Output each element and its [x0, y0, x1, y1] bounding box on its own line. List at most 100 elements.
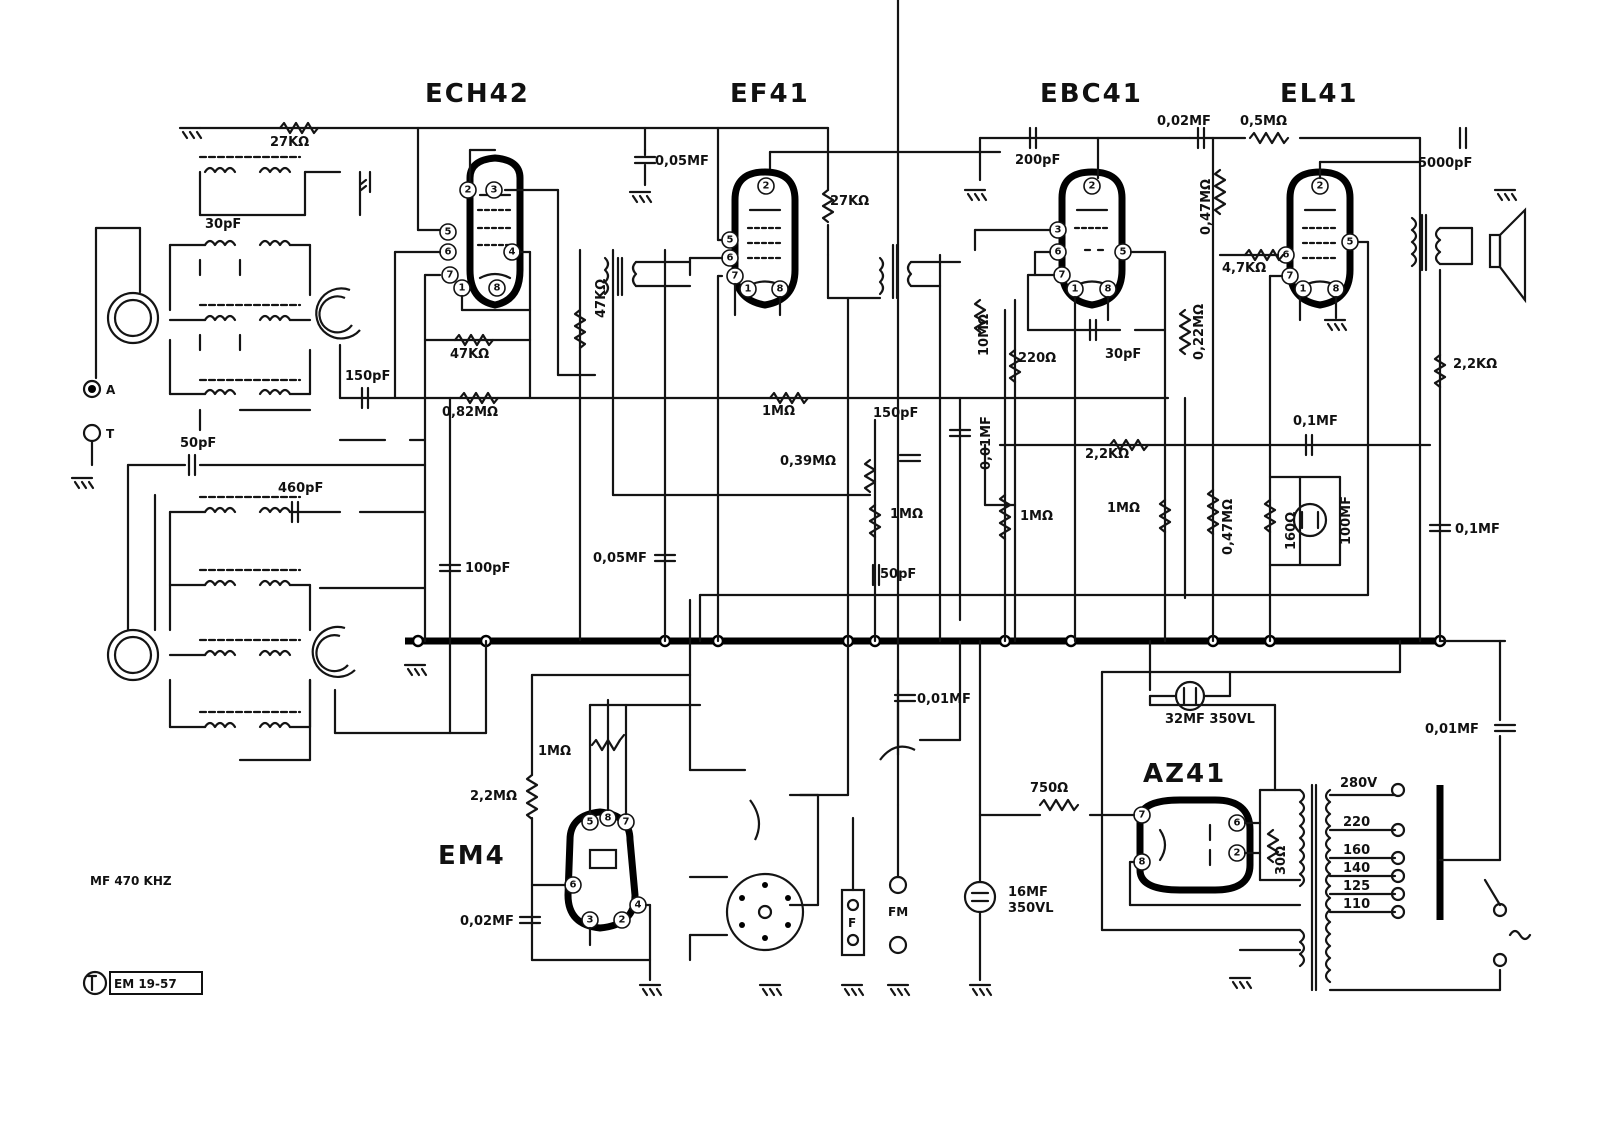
antenna-terminal[interactable]: A — [82, 379, 116, 399]
mains-switch[interactable] — [1483, 878, 1532, 968]
label-r-22k-ebc: 2,2KΩ — [1085, 447, 1129, 462]
rf-coils — [198, 155, 302, 729]
em4-pin-6: 6 — [570, 880, 577, 891]
band-switch-lower-left — [106, 628, 160, 682]
ebc41-tube: 2 3 6 5 7 1 8 — [1049, 168, 1132, 309]
tube-label-el41: EL41 — [1280, 79, 1359, 109]
label-c-200pf: 200pF — [1015, 153, 1060, 168]
band-switch-upper-right — [315, 287, 361, 340]
em4-tube: 5 8 7 6 4 3 2 — [564, 808, 647, 932]
tube-label-az41: AZ41 — [1143, 759, 1226, 789]
ebc41-wiring — [973, 136, 1192, 643]
label-r-022m: 0,22MΩ — [1192, 304, 1207, 360]
az41-tube: 7 6 2 8 — [1133, 796, 1254, 894]
power-transformer — [1298, 783, 1332, 992]
ech42-tube: 2 3 5 6 4 7 1 8 — [439, 154, 524, 309]
em4-pin-7: 7 — [623, 817, 630, 828]
voltage-selector[interactable] — [1328, 782, 1502, 920]
tap-label-110: 110 — [1343, 897, 1370, 912]
label-c-5000pf: 5000pF — [1418, 156, 1472, 171]
drawing-code: EM 19-57 — [82, 970, 203, 996]
label-c-30pf-ebc: 30pF — [1105, 347, 1141, 362]
label-c-01uf-a: 0,1MF — [1293, 414, 1338, 429]
ebc41-pin-8: 8 — [1105, 284, 1112, 295]
label-c-001uf-mains: 0,01MF — [1425, 722, 1479, 737]
top-rail-wiring — [198, 126, 1002, 257]
tap-label-125: 125 — [1343, 879, 1370, 894]
drawing-code-text: EM 19-57 — [114, 977, 177, 991]
label-c-005uf-dec: 0,05MF — [593, 551, 647, 566]
label-c-32uf: 32MF 350VL — [1165, 712, 1255, 727]
ebc41-pin-7: 7 — [1059, 270, 1066, 281]
ech42-pin-2: 2 — [465, 185, 472, 196]
wave-switch[interactable] — [688, 598, 962, 907]
ef41-pin-1: 1 — [745, 284, 752, 295]
tap-label-140: 140 — [1343, 861, 1370, 876]
label-r-039m: 0,39MΩ — [780, 454, 836, 469]
ech42-pin-1: 1 — [459, 283, 466, 294]
ground-bus — [405, 634, 1447, 648]
tube-label-ef41: EF41 — [730, 79, 810, 109]
if-transformer-1 — [603, 256, 692, 297]
label-c-16uf: 16MF — [1008, 885, 1048, 900]
label-r-05m: 0,5MΩ — [1240, 114, 1287, 129]
label-r-1m-em4: 1MΩ — [538, 744, 571, 759]
label-r-47k-grid: 47KΩ — [450, 347, 489, 362]
label-c-460pf: 460pF — [278, 481, 323, 496]
tube-label-em4: EM4 — [438, 841, 506, 871]
ef41-pin-2: 2 — [763, 181, 770, 192]
label-r-47k-el41: 4,7KΩ — [1222, 261, 1266, 276]
tap-label-280v: 280V — [1340, 776, 1377, 791]
ech42-pin-8: 8 — [494, 283, 501, 294]
el41-pin-8: 8 — [1333, 284, 1340, 295]
az41-pin-6: 6 — [1234, 818, 1241, 829]
label-r-082m: 0,82MΩ — [442, 405, 498, 420]
ebc41-pin-6: 6 — [1055, 247, 1062, 258]
fm-label: FM — [888, 905, 908, 919]
pickup-label: F — [848, 916, 856, 930]
label-r-27k-top: 27KΩ — [270, 135, 309, 150]
label-r-1m-ebc: 1MΩ — [1107, 501, 1140, 516]
tube-label-ebc41: EBC41 — [1040, 79, 1143, 109]
rf-wiring — [94, 170, 488, 762]
label-r-10m: 10MΩ — [977, 314, 992, 356]
el41-pin-1: 1 — [1300, 284, 1307, 295]
label-r-047m-a: 0,47MΩ — [1199, 179, 1214, 235]
label-r-1m-det: 1MΩ — [890, 507, 923, 522]
el41-wiring — [998, 136, 1422, 643]
label-r-22m-em4: 2,2MΩ — [470, 789, 517, 804]
em4-pin-5: 5 — [587, 817, 594, 828]
el41-pin-2: 2 — [1317, 181, 1324, 192]
tap-label-160: 160 — [1343, 843, 1370, 858]
label-c-001uf-fm: 0,01MF — [917, 692, 971, 707]
el41-tube: 2 5 6 7 1 8 — [1277, 168, 1359, 309]
fm-jack[interactable]: F FM — [840, 0, 908, 957]
if-transformer-2 — [878, 243, 962, 300]
label-r-1m-vol: 1MΩ — [1020, 509, 1053, 524]
pickup-socket[interactable] — [688, 872, 805, 962]
label-c-002uf-em4: 0,02MF — [460, 914, 514, 929]
label-c-150pf-det: 150pF — [873, 406, 918, 421]
az41-pin-7: 7 — [1139, 810, 1146, 821]
resistors — [278, 121, 1447, 864]
em4-pin-2: 2 — [619, 915, 626, 926]
value-labels: 27KΩ 30pF 47KΩ 150pF 0,82MΩ 50pF 460pF 1… — [180, 114, 1500, 929]
ech42-pin-5: 5 — [445, 227, 452, 238]
label-c-16uf-voltage: 350VL — [1008, 901, 1053, 916]
capacitors — [187, 126, 1517, 925]
output-transformer — [1410, 213, 1474, 643]
ebc41-pin-1: 1 — [1072, 284, 1079, 295]
label-r-27k-ef41: 27KΩ — [830, 194, 869, 209]
label-r-30: 30Ω — [1274, 846, 1289, 875]
speaker-icon — [1488, 207, 1527, 304]
ground-terminal[interactable]: T — [82, 423, 115, 467]
ech42-pin-3: 3 — [491, 185, 498, 196]
ech42-pin-7: 7 — [447, 270, 454, 281]
ebc41-pin-5: 5 — [1120, 247, 1127, 258]
label-r-1m-avc: 1MΩ — [762, 404, 795, 419]
if-frequency-note: MF 470 KHZ — [90, 874, 172, 888]
antenna-label: A — [106, 383, 116, 397]
ebc41-pin-2: 2 — [1089, 181, 1096, 192]
az41-pin-2: 2 — [1234, 848, 1241, 859]
